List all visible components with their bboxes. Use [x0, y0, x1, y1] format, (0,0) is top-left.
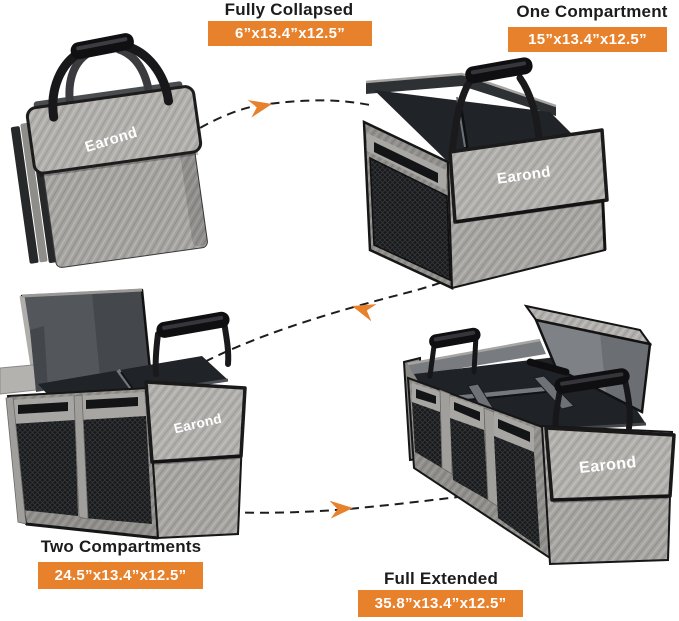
dimension-badge-full-extended: 35.8”x13.4”x12.5” [358, 590, 523, 617]
dimension-badge-two-compartments: 24.5”x13.4”x12.5” [38, 562, 203, 589]
arrowhead-icon [352, 304, 377, 322]
product-photo-two-compartments: Earond [0, 288, 247, 540]
stage-title-fully-collapsed: Fully Collapsed [224, 0, 354, 19]
product-photo-fully-collapsed: Earond [10, 33, 208, 268]
arrowhead-icon [247, 99, 272, 118]
carry-handle [465, 57, 533, 84]
stage-title-one-compartment: One Compartment [516, 2, 668, 21]
arrowhead-icon [329, 500, 353, 519]
arrow-collapsed-to-one-compartment [161, 99, 371, 153]
arrow-two-to-full-extended [199, 496, 459, 519]
front-flap [544, 426, 676, 502]
dimension-badge-fully-collapsed: 6”x13.4”x12.5” [208, 21, 372, 46]
carry-handle [156, 311, 230, 338]
front-mesh-pocket [494, 436, 540, 548]
front-flap [448, 128, 609, 224]
front-mesh-pocket [412, 402, 442, 468]
product-photo-one-compartment: Earond [362, 57, 609, 290]
front-mesh-pocket [12, 420, 78, 516]
product-photo-full-extended: Earond [402, 304, 676, 566]
carry-handle [429, 327, 481, 349]
front-mesh-pocket [450, 418, 488, 500]
carry-handle [70, 33, 134, 60]
stage-title-two-compartments: Two Compartments [40, 537, 202, 556]
front-flap [144, 380, 247, 464]
carry-handle [554, 368, 630, 394]
stage-title-full-extended: Full Extended [383, 569, 499, 588]
front-mesh-pocket [81, 416, 152, 524]
brand-logo: Earond [578, 454, 637, 477]
dimension-badge-one-compartment: 15”x13.4”x12.5” [508, 27, 667, 52]
front-flap [25, 85, 203, 175]
